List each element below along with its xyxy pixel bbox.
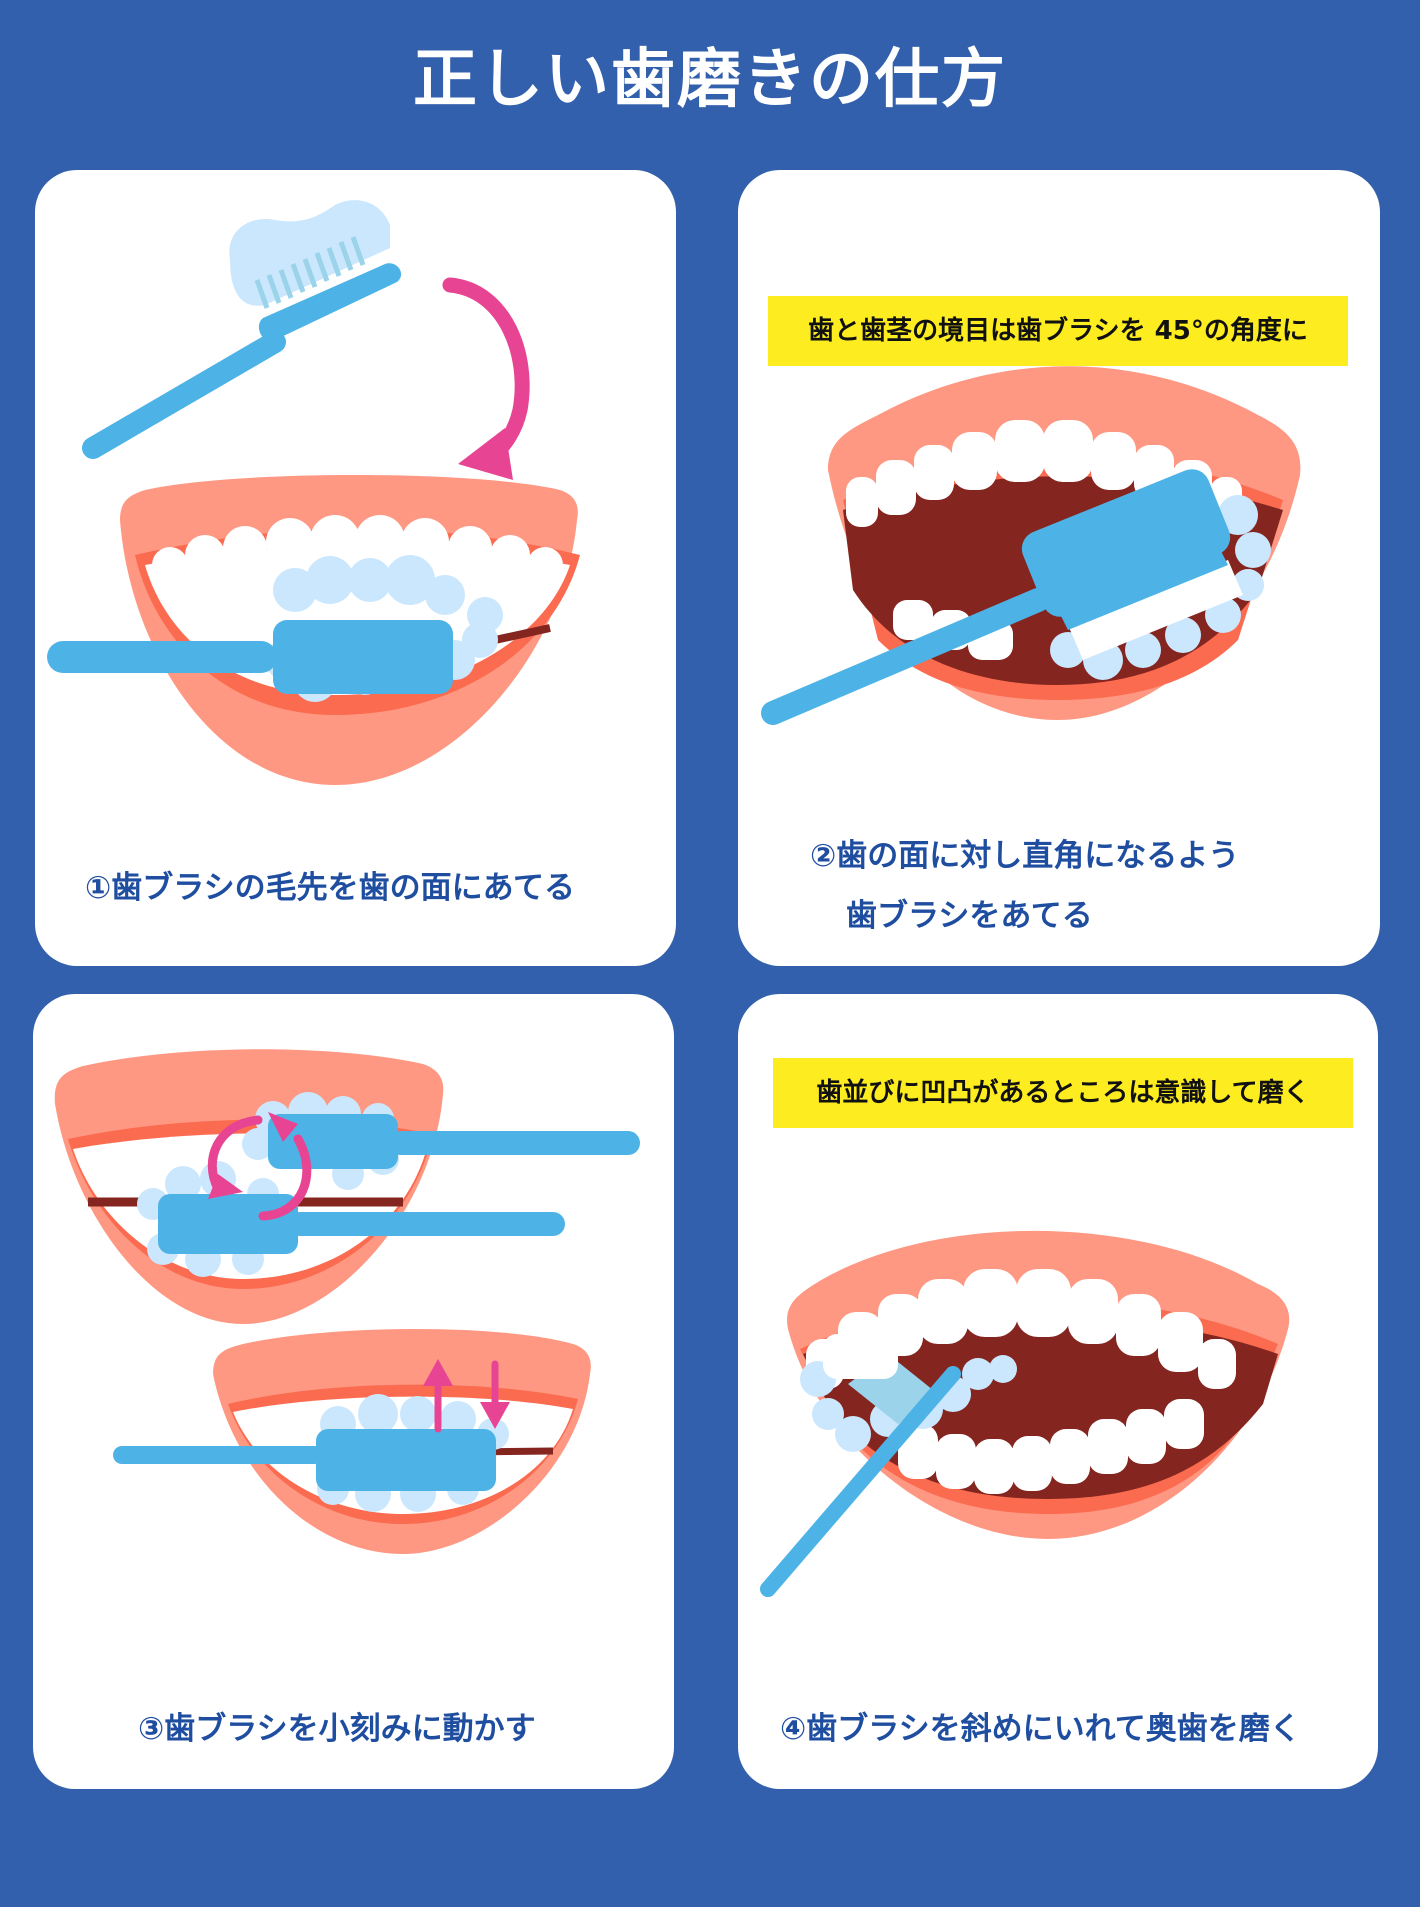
toothbrush-icon [113,1429,496,1491]
step-4-tip-note: 歯並びに凹凸があるところは意識して磨く [773,1058,1353,1128]
step-1-panel: ①歯ブラシの毛先を歯の面にあてる [35,170,676,966]
step-2-panel: 歯と歯茎の境目は歯ブラシを 45°の角度に [738,170,1380,966]
toothbrush-back-teeth-icon [760,1334,961,1597]
step-4-panel: 歯並びに凹凸があるところは意識して磨く [738,994,1378,1789]
step-1-caption: ①歯ブラシの毛先を歯の面にあてる [85,870,576,906]
step-2-tip-note: 歯と歯茎の境目は歯ブラシを 45°の角度に [768,296,1348,366]
step-1-illustration [47,200,580,785]
circular-arrows-icon [207,1115,312,1221]
step-4-illustration [760,1230,1290,1597]
page-title: 正しい歯磨きの仕方 [413,43,1007,117]
toothbrush-lower-icon [158,1194,565,1254]
step-4-caption: ④歯ブラシを斜めにいれて奥歯を磨く [780,1711,1301,1747]
step-2-caption-line-1: ②歯の面に対し直角になるよう [810,838,1240,874]
step-2-illustration [761,366,1301,725]
step-3-caption: ③歯ブラシを小刻みに動かす [138,1711,536,1747]
toothbrush-upper-icon [268,1114,640,1169]
curved-down-arrow-icon [442,277,530,480]
angled-toothbrush-icon [761,469,1243,725]
step-2-caption-line-2: 歯ブラシをあてる [846,898,1093,934]
toothbrush-icon [47,620,453,694]
step-3-illustration [54,1049,640,1554]
toothbrush-with-paste-icon [82,200,402,459]
open-mouth-icon [787,1230,1290,1539]
up-down-arrows-icon [423,1359,510,1433]
step-3-panel: ③歯ブラシを小刻みに動かす [33,994,674,1789]
